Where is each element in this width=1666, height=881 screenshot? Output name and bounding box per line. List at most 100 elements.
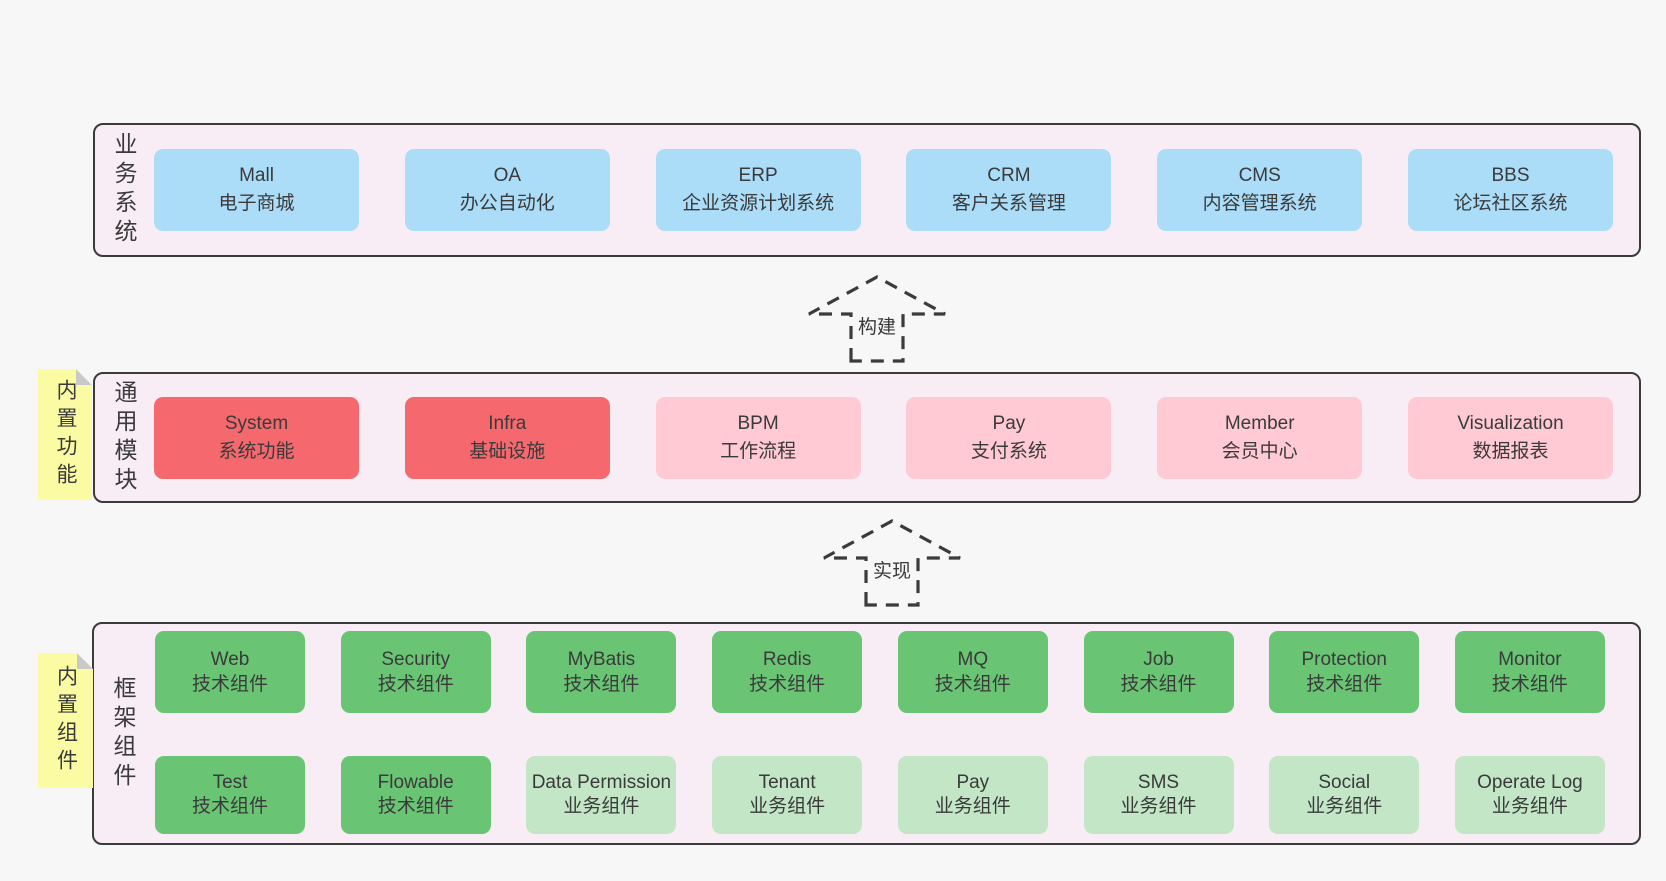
box-title: Redis [762,648,812,670]
box-subtitle: 技术组件 [191,796,268,817]
box-title: ERP [738,165,778,187]
box-subtitle: 技术组件 [749,674,826,695]
box-subtitle: 技术组件 [934,674,1011,695]
box-title: BBS [1491,165,1530,187]
box-title: MyBatis [567,648,636,670]
box-subtitle: 业务组件 [934,796,1011,817]
box-title: Web [210,648,250,670]
box-system: System 系统功能 [154,396,359,479]
box-subtitle: 客户关系管理 [951,193,1066,214]
box-subtitle: 会员中心 [1221,440,1298,462]
section-components-label: 框架组件 [110,675,136,792]
box-subtitle: 业务组件 [749,796,826,817]
box-web: Web 技术组件 [155,631,305,713]
box-bbs: BBS 论坛社区系统 [1407,149,1613,231]
box-title: Security [381,648,451,670]
box-pay: Pay 支付系统 [906,396,1112,479]
box-subtitle: 工作流程 [720,440,797,462]
box-subtitle: 技术组件 [563,674,640,695]
box-subtitle: 技术组件 [1306,674,1383,695]
box-crm: CRM 客户关系管理 [906,149,1112,231]
box-visualization: Visualization 数据报表 [1407,396,1613,479]
box-subtitle: 技术组件 [377,674,454,695]
box-subtitle: 支付系统 [970,440,1047,462]
box-subtitle: 业务组件 [1491,796,1568,817]
section-business-label: 业务系统 [111,132,137,248]
box-title: Pay [992,412,1026,434]
box-subtitle: 技术组件 [1120,674,1197,695]
box-cms: CMS 内容管理系统 [1157,149,1363,231]
box-title: Pay [956,772,990,794]
box-title: Infra [488,412,527,434]
sticky-note-built-in-components: 内置组件 [38,653,93,788]
box-subtitle: 技术组件 [1491,674,1568,695]
box-title: Social [1318,772,1371,794]
build-arrow: 构建 [802,274,952,364]
box-security: Security 技术组件 [340,631,491,713]
box-title: MQ [957,648,989,670]
box-title: Test [212,772,248,794]
box-title: CRM [987,165,1031,187]
implement-arrow-label: 实现 [869,556,915,583]
box-subtitle: 办公自动化 [459,193,555,214]
box-subtitle: 业务组件 [1120,796,1197,817]
box-subtitle: 企业资源计划系统 [682,193,835,214]
sticky-note-text: 内置组件 [54,664,78,777]
box-title: Operate Log [1477,772,1583,794]
box-bpm: BPM 工作流程 [655,396,861,479]
box-mq: MQ 技术组件 [897,631,1048,713]
box-title: SMS [1137,772,1180,794]
box-subtitle: 论坛社区系统 [1453,193,1568,214]
dashed-up-arrow-icon [823,519,961,607]
box-title: Tenant [758,772,816,794]
box-erp: ERP 企业资源计划系统 [655,149,861,231]
box-redis: Redis 技术组件 [712,631,863,713]
section-modules-label: 通用模块 [111,379,137,496]
box-title: Visualization [1457,412,1564,434]
box-job: Job 技术组件 [1083,631,1234,713]
box-title: Flowable [377,772,454,794]
box-subtitle: 技术组件 [377,796,454,817]
sticky-note-built-in-functions: 内置功能 [38,369,92,500]
box-title: CMS [1238,165,1281,187]
dashed-up-arrow-icon [808,275,946,363]
box-title: Member [1224,412,1295,434]
box-title: OA [493,165,522,187]
box-subtitle: 数据报表 [1472,440,1549,462]
box-subtitle: 系统功能 [218,440,295,462]
box-title: Mall [239,165,274,187]
box-member: Member 会员中心 [1157,396,1363,479]
box-title: Monitor [1498,648,1562,670]
box-monitor: Monitor 技术组件 [1454,631,1605,713]
sticky-note-text: 内置功能 [54,378,77,491]
box-title: Job [1143,648,1174,670]
box-subtitle: 内容管理系统 [1202,193,1317,214]
box-title: BPM [737,412,779,434]
box-mybatis: MyBatis 技术组件 [526,631,677,713]
box-subtitle: 技术组件 [191,674,268,695]
box-subtitle: 业务组件 [1306,796,1383,817]
box-subtitle: 业务组件 [563,796,640,817]
build-arrow-label: 构建 [854,312,900,339]
box-oa: OA 办公自动化 [404,149,610,231]
box-title: System [224,412,289,434]
